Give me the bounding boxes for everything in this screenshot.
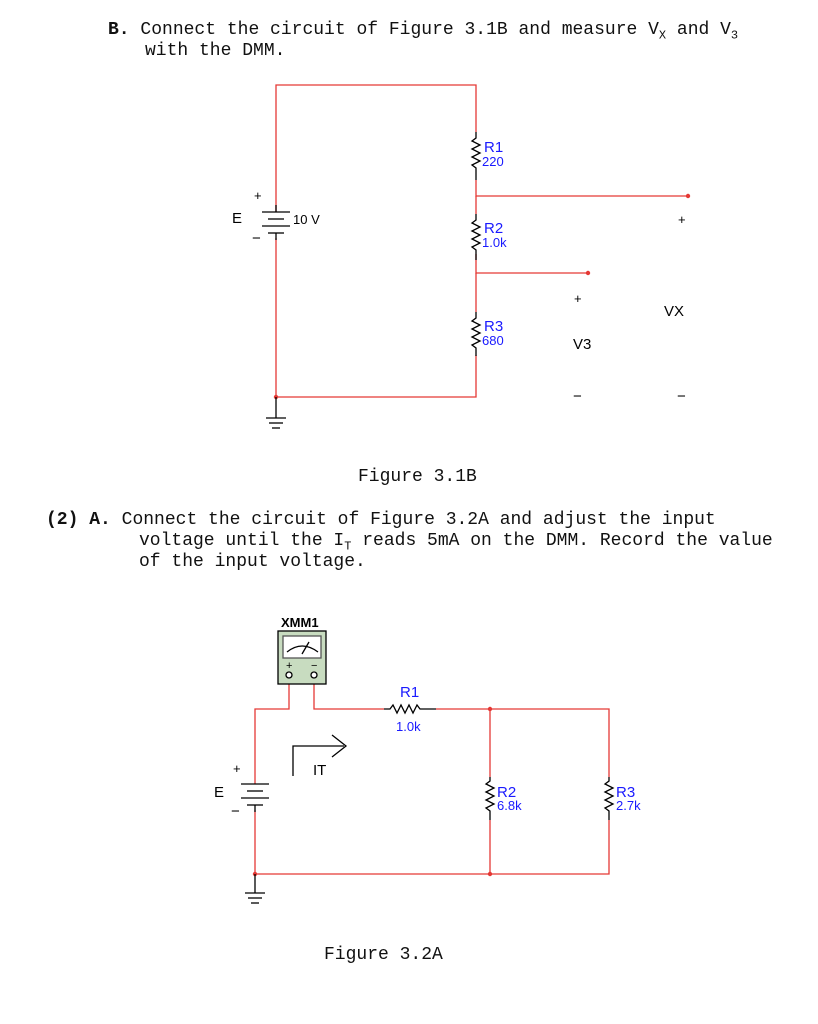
r3-value: 680 (482, 333, 504, 348)
part-b-and: and V (666, 20, 731, 40)
r1-zigzag (470, 132, 482, 180)
r2-name-32a: R2 (497, 784, 516, 801)
wire-v3-node (475, 254, 588, 274)
current-label: IT (313, 762, 326, 779)
vx-label: VX (664, 303, 684, 320)
meter-label: XMM1 (281, 615, 319, 630)
wire-bottom-32a (254, 810, 610, 875)
subscript-3: 3 (730, 28, 739, 43)
wire-meter-minus (313, 680, 384, 710)
junction-top (487, 706, 493, 712)
ground-symbol-31b (266, 397, 286, 429)
v3-label: V3 (573, 336, 591, 353)
part-2a-line2-post: reads 5mA on the DMM. Record the value (351, 531, 773, 551)
part-b-label: B. (108, 20, 130, 40)
part-2a-line2: voltage until the IT reads 5mA on the DM… (139, 531, 773, 558)
r3-name-32a: R3 (616, 784, 635, 801)
r3-name: R3 (484, 318, 503, 335)
e-minus: − (252, 230, 261, 247)
part-2a-number: (2) (46, 510, 79, 530)
wire-vx-node (475, 180, 688, 197)
ground-symbol-32a (245, 874, 265, 904)
e-plus: + (254, 188, 262, 203)
r1-name: R1 (484, 139, 503, 156)
r3-zigzag-32a (603, 777, 615, 820)
subscript-t: T (344, 539, 352, 554)
vx-minus: − (677, 388, 686, 405)
r1-name-32a: R1 (400, 684, 419, 701)
r2-zigzag (470, 214, 482, 260)
part-2a-line3: of the input voltage. (139, 552, 366, 572)
wire-top (275, 84, 477, 212)
r2-name: R2 (484, 220, 503, 237)
subscript-x: X (658, 28, 667, 43)
meter-minus: − (311, 660, 317, 672)
part-b-line1: Connect the circuit of Figure 3.1B and m… (140, 20, 659, 40)
wires-32a (254, 680, 610, 875)
wires-31b (275, 84, 688, 398)
source-value: 10 V (293, 212, 320, 227)
source-e-label: E (232, 210, 242, 227)
meter-plus: + (286, 660, 292, 672)
vx-terminal-dot (685, 193, 691, 199)
figure-32a-caption: Figure 3.2A (324, 945, 443, 965)
current-arrow-head (331, 734, 348, 758)
battery-32a (241, 783, 269, 812)
current-arrow-shaft (292, 745, 344, 776)
wire-bottom (275, 238, 477, 398)
e-minus-32a: − (231, 803, 240, 820)
e-plus-32a: + (233, 761, 241, 776)
v3-terminal-dot (585, 270, 591, 276)
wire-meter-plus (254, 680, 290, 784)
r2-value-32a: 6.8k (497, 798, 522, 813)
part-2a-line2-pre: voltage until the I (139, 531, 345, 551)
junction-bottom (487, 871, 493, 877)
part-2a-line1: Connect the circuit of Figure 3.2A and a… (121, 510, 716, 530)
source-e-label-32a: E (214, 784, 224, 801)
r2-zigzag-32a (484, 777, 496, 820)
figure-32a (241, 630, 615, 904)
part-b-line2: with the DMM. (145, 41, 286, 61)
battery-31b (262, 205, 290, 240)
r1-zigzag-32a (384, 703, 436, 715)
r2-value: 1.0k (482, 235, 507, 250)
r1-value: 220 (482, 154, 504, 169)
multimeter-xmm1 (277, 630, 327, 685)
r3-zigzag (470, 312, 482, 356)
part-2a-instruction: (2) A. Connect the circuit of Figure 3.2… (46, 510, 716, 531)
v3-plus: + (574, 291, 582, 306)
v3-minus: − (573, 388, 582, 405)
r1-value-32a: 1.0k (396, 719, 421, 734)
r3-value-32a: 2.7k (616, 798, 641, 813)
wire-top-right (436, 708, 610, 777)
figure-31b-caption: Figure 3.1B (358, 467, 477, 487)
part-b-instruction: B. Connect the circuit of Figure 3.1B an… (108, 20, 738, 47)
part-2a-label: A. (89, 510, 111, 530)
figure-31b (262, 84, 691, 429)
vx-plus: + (678, 212, 686, 227)
